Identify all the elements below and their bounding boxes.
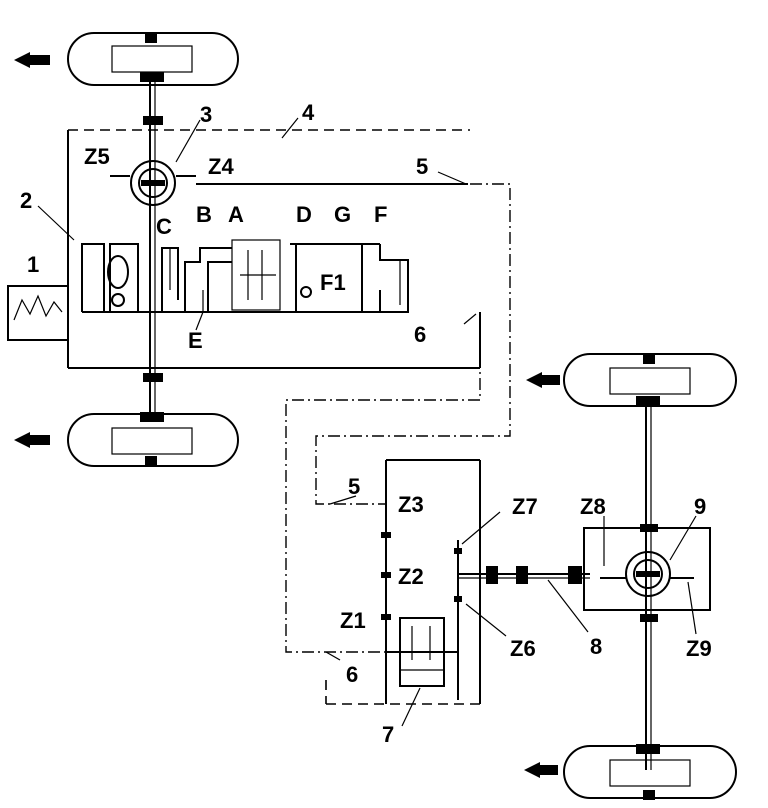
left-arrow-icon <box>526 372 560 388</box>
left-arrow-icon <box>14 52 50 68</box>
rear-coupling-box <box>325 459 481 705</box>
label-A: A <box>228 202 244 227</box>
label-9: 9 <box>694 494 706 519</box>
label-Z4: Z4 <box>208 154 234 179</box>
label-1: 1 <box>27 252 39 277</box>
label-8: 8 <box>590 634 602 659</box>
label-7: 7 <box>382 722 394 747</box>
label-3: 3 <box>200 102 212 127</box>
rear-bottom-wheel <box>563 744 737 800</box>
front-differential-icon <box>110 160 196 206</box>
label-Z9: Z9 <box>686 636 712 661</box>
label-2: 2 <box>20 188 32 213</box>
label-C: C <box>156 214 172 239</box>
label-F: F <box>374 202 387 227</box>
label-Z7: Z7 <box>512 494 538 519</box>
left-arrow-icon <box>14 432 50 448</box>
label-B: B <box>196 202 212 227</box>
label-6-bottom: 6 <box>346 662 358 687</box>
signal-line-5 <box>315 183 511 505</box>
label-Z1: Z1 <box>340 608 366 633</box>
label-5-top: 5 <box>416 154 428 179</box>
label-5-bottom: 5 <box>348 474 360 499</box>
label-Z6: Z6 <box>510 636 536 661</box>
label-D: D <box>296 202 312 227</box>
label-4: 4 <box>302 100 315 125</box>
front-left-bottom-wheel <box>67 412 239 467</box>
label-Z5: Z5 <box>84 144 110 169</box>
left-arrow-icon <box>524 762 558 778</box>
leader-lines <box>37 117 697 727</box>
label-F1: F1 <box>320 270 346 295</box>
label-6-top: 6 <box>414 322 426 347</box>
rear-top-wheel <box>563 353 737 407</box>
label-Z3: Z3 <box>398 492 424 517</box>
label-G: G <box>334 202 351 227</box>
hydraulic-schematic <box>7 239 409 341</box>
shaft-coupling <box>143 373 163 382</box>
label-E: E <box>188 328 203 353</box>
shaft-coupling <box>143 116 163 125</box>
prop-shaft <box>458 566 590 584</box>
signal-line-6 <box>285 312 481 653</box>
oil-filter <box>386 617 458 687</box>
front-left-top-wheel <box>67 32 239 86</box>
label-Z8: Z8 <box>580 494 606 519</box>
label-Z2: Z2 <box>398 564 424 589</box>
